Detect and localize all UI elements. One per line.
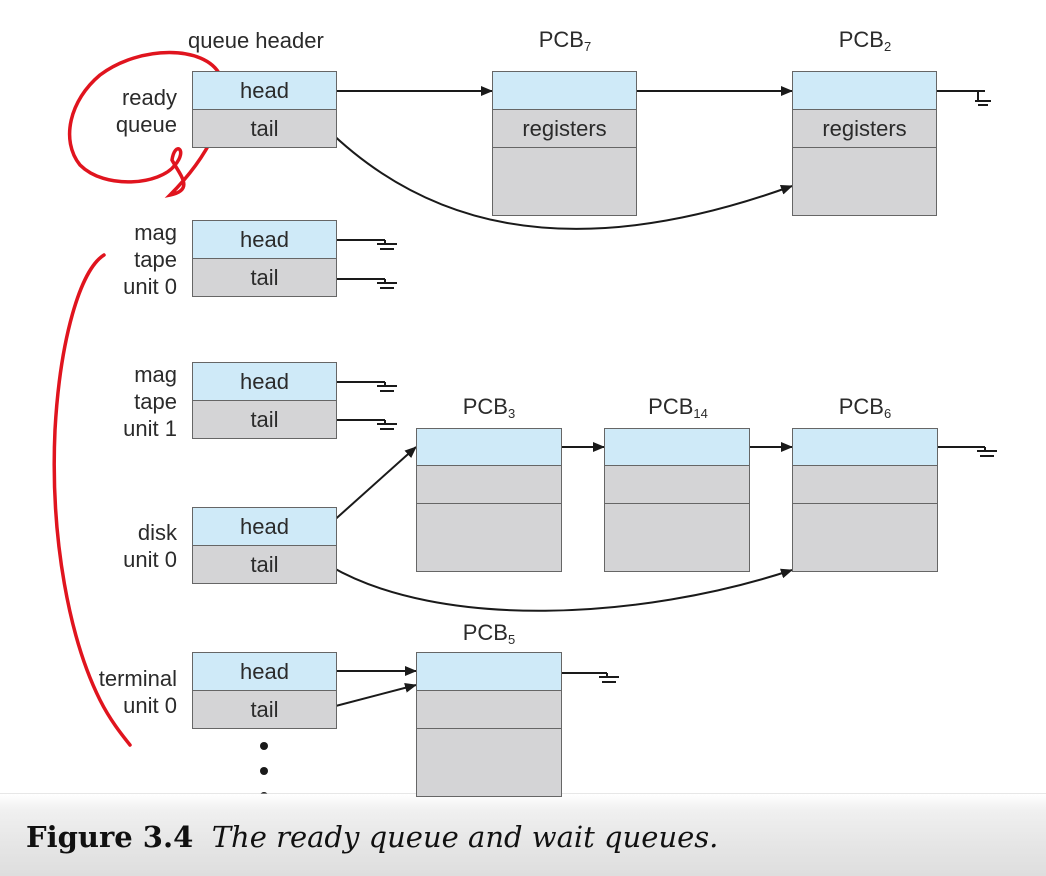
pcb-body bbox=[416, 728, 562, 797]
queue-head-field: head bbox=[192, 652, 337, 691]
pcb-title: PCB5 bbox=[462, 620, 516, 647]
ground-icon bbox=[328, 239, 397, 250]
pcb-field bbox=[416, 690, 562, 729]
pcb-title: PCB14 bbox=[648, 394, 708, 421]
pcb-field bbox=[604, 465, 750, 504]
queue-tail-field: tail bbox=[192, 258, 337, 297]
figure-caption: Figure 3.4 The ready queue and wait queu… bbox=[26, 820, 718, 854]
ground-icon bbox=[328, 381, 397, 392]
queue-tail-field: tail bbox=[192, 690, 337, 729]
queue-head-field: head bbox=[192, 507, 337, 546]
queue-tail-field: tail bbox=[192, 545, 337, 584]
pcb-field bbox=[416, 465, 562, 504]
ground-icon bbox=[928, 446, 997, 457]
queue-tail-field: tail bbox=[192, 109, 337, 148]
red-bracket-annotation bbox=[52, 253, 132, 747]
arrow-disk-head-to-pcb3 bbox=[329, 446, 417, 525]
queue-header-label: queue header bbox=[188, 28, 324, 53]
caption-number: Figure 3.4 bbox=[26, 820, 194, 854]
pcb-registers-field: registers bbox=[492, 109, 637, 148]
arrow-ready-tail-to-pcb2 bbox=[325, 127, 793, 230]
queue-head-field: head bbox=[192, 71, 337, 110]
pcb-registers-field: registers bbox=[792, 109, 937, 148]
pcb-pointer-field bbox=[792, 428, 938, 466]
arrow-terminal-tail-to-pcb5 bbox=[327, 682, 417, 709]
pcb-pointer-field bbox=[604, 428, 750, 466]
pcb-title: PCB2 bbox=[838, 27, 892, 54]
pcb-body bbox=[416, 503, 562, 572]
pcb-field bbox=[792, 465, 938, 504]
pcb-body bbox=[792, 147, 937, 216]
ground-icon bbox=[550, 672, 619, 683]
pcb-pointer-field bbox=[416, 652, 562, 691]
ground-icon bbox=[328, 278, 397, 289]
pcb-body bbox=[792, 503, 938, 572]
pcb-title: PCB3 bbox=[462, 394, 516, 421]
ground-icon bbox=[328, 419, 397, 430]
pcb-title: PCB7 bbox=[538, 27, 592, 54]
pcb-pointer-field bbox=[792, 71, 937, 110]
pcb-pointer-field bbox=[492, 71, 637, 110]
arrow-disk-tail-to-pcb6 bbox=[329, 565, 793, 612]
queue-head-field: head bbox=[192, 220, 337, 259]
caption-bar bbox=[0, 794, 1046, 876]
pcb-title: PCB6 bbox=[838, 394, 892, 421]
queue-tail-field: tail bbox=[192, 400, 337, 439]
ground-icon bbox=[928, 90, 991, 106]
pcb-body bbox=[492, 147, 637, 216]
pcb-pointer-field bbox=[416, 428, 562, 466]
pcb-body bbox=[604, 503, 750, 572]
queue-head-field: head bbox=[192, 362, 337, 401]
caption-text: The ready queue and wait queues. bbox=[211, 820, 719, 854]
red-circle-annotation bbox=[67, 50, 226, 198]
